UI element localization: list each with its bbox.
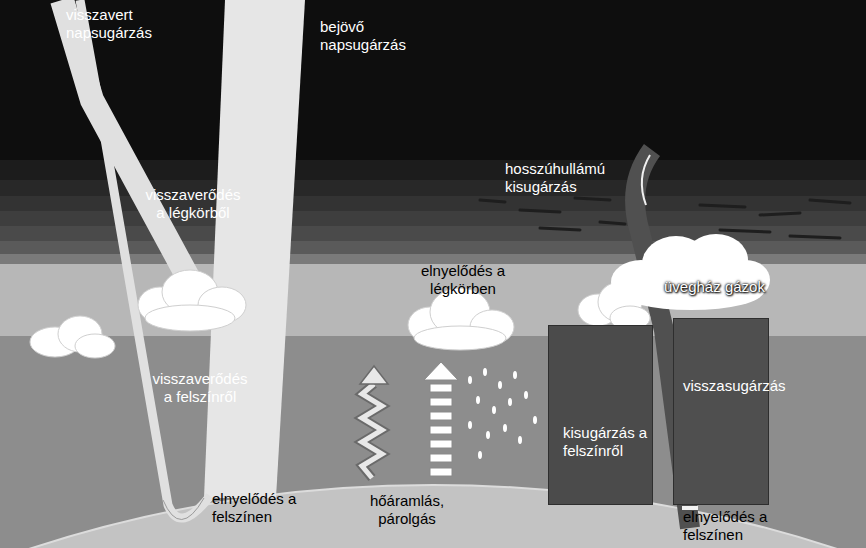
back-radiation-band: visszasugárzás xyxy=(673,318,769,505)
atmosphere-reflection-label: visszaverődés a légkörből xyxy=(143,186,243,222)
cloud-shape xyxy=(606,230,771,314)
longwave-emission-label: hosszúhullámú kisugárzás xyxy=(505,160,615,196)
incoming-sunlight-label: bejövő napsugárzás xyxy=(320,18,412,54)
surface-reflection-label: visszaverődés a felszínről xyxy=(150,370,250,406)
surface-absorption-label: elnyelődés a felszínen xyxy=(683,508,768,544)
convection-evaporation-label: hőáramlás, párolgás xyxy=(362,492,452,528)
band-text: üvegház gázok xyxy=(664,278,774,296)
band-text: kisugárzás a felszínről xyxy=(563,424,653,460)
atmosphere-absorption-label: elnyelődés a légkörben xyxy=(418,262,508,298)
band-text: visszasugárzás xyxy=(683,377,803,395)
surface-absorption-label: elnyelődés a felszínen xyxy=(212,490,297,526)
surface-emission-band: kisugárzás a felszínről xyxy=(548,325,653,505)
greenhouse-cloud: üvegház gázok xyxy=(606,230,771,314)
reflected-sunlight-label: visszavert napsugárzás xyxy=(66,6,161,42)
